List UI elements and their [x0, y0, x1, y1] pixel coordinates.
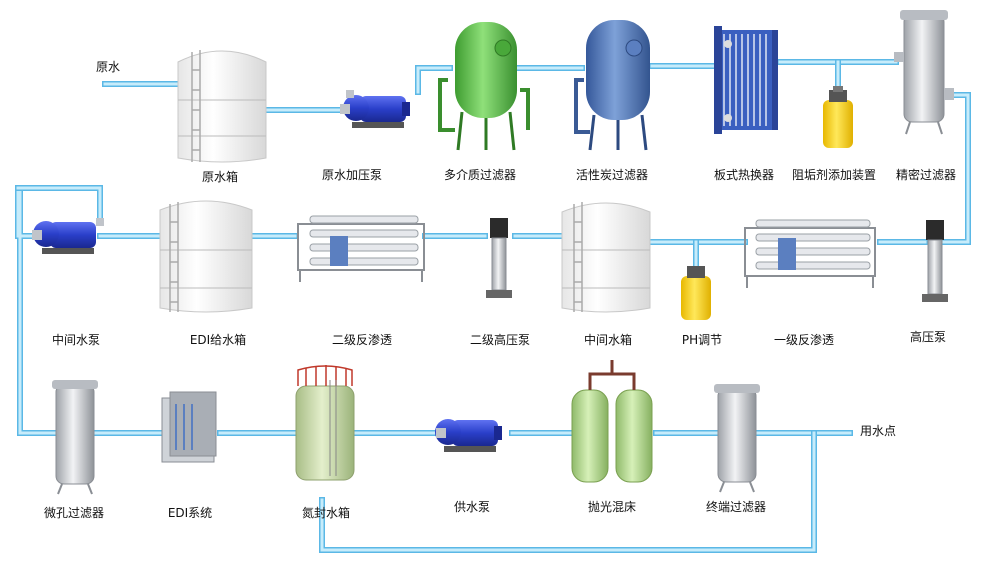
nitrogen-sealed-tank: [295, 365, 355, 481]
label-use-point: 用水点: [860, 424, 897, 438]
label-mid-tank: 中间水箱: [583, 333, 633, 347]
pipe-left-loop-top: [15, 185, 103, 221]
intermediate-water-tank: [561, 202, 651, 313]
microporous-filter: [52, 380, 98, 495]
label-antiscalant: 阻垢剂添加装置: [791, 168, 877, 182]
label-hp-pump2: 二级高压泵: [469, 333, 531, 347]
polishing-mixed-bed: [571, 360, 653, 483]
label-ro2: 二级反渗透: [331, 333, 393, 347]
supply-pump: [435, 419, 502, 452]
label-hp-pump: 高压泵: [909, 330, 947, 344]
label-n2-tank: 氮封水箱: [301, 506, 351, 520]
label-raw-water: 原水: [96, 60, 121, 74]
second-stage-ro-unit: [297, 215, 425, 282]
label-plate-hx: 板式热换器: [713, 168, 775, 182]
second-stage-high-pressure-pump: [486, 218, 512, 298]
label-carbon-filter: 活性炭过滤器: [575, 168, 649, 182]
terminal-filter: [714, 384, 760, 493]
label-raw-pump: 原水加压泵: [321, 168, 383, 182]
plate-heat-exchanger: [714, 26, 778, 134]
multi-media-filter: [438, 22, 530, 151]
edi-feed-tank: [159, 200, 253, 313]
label-mid-pump: 中间水泵: [51, 333, 101, 347]
pipes: [15, 59, 971, 553]
label-edi: EDI系统: [167, 506, 213, 520]
precision-filter: [894, 10, 954, 135]
label-terminal-filter: 终端过滤器: [705, 500, 767, 514]
first-stage-ro-unit: [744, 219, 876, 288]
edi-module: [161, 391, 217, 463]
label-ro1: 一级反渗透: [773, 333, 835, 347]
label-raw-tank: 原水箱: [201, 170, 239, 184]
label-supply-pump: 供水泵: [453, 500, 491, 514]
label-micro-filter: 微孔过滤器: [43, 506, 105, 520]
raw-water-pump: [340, 90, 410, 128]
label-ph: PH调节: [681, 333, 723, 347]
ph-dosing-unit: [681, 266, 711, 320]
label-edi-tank: EDI给水箱: [189, 333, 247, 347]
high-pressure-pump: [922, 220, 948, 302]
raw-water-tank: [177, 50, 267, 163]
label-precision-filter: 精密过滤器: [895, 168, 957, 182]
antiscalant-dosing-unit: [823, 86, 853, 148]
label-multi-filter: 多介质过滤器: [443, 168, 517, 182]
intermediate-water-pump: [32, 218, 104, 254]
activated-carbon-filter: [574, 20, 650, 151]
label-mixed-bed: 抛光混床: [587, 500, 637, 514]
